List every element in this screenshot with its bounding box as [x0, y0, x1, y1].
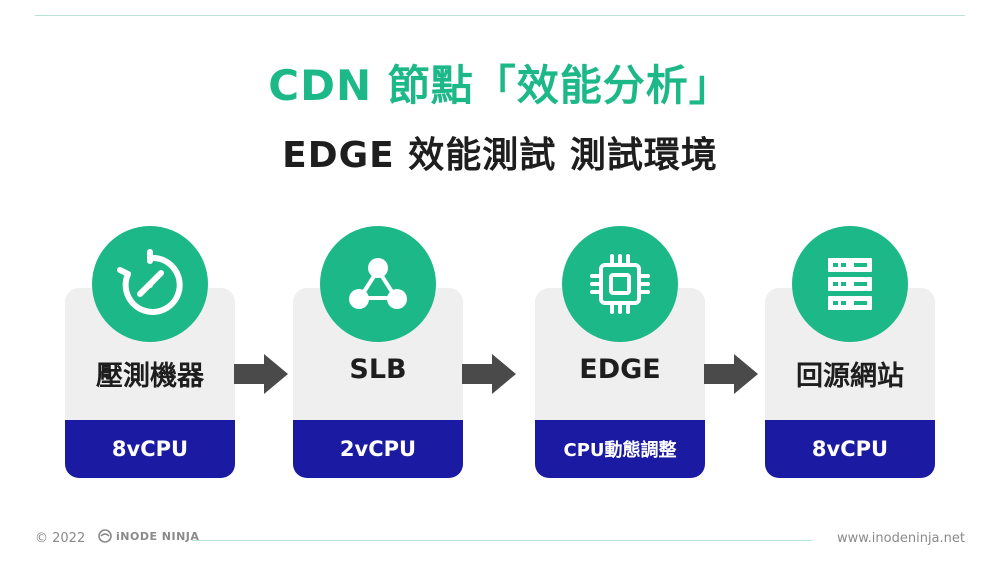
node-label: SLB [349, 354, 407, 385]
node-slb: SLB 2vCPU [293, 288, 463, 478]
arrow-right-icon [704, 354, 758, 394]
server-rack-icon [792, 226, 908, 342]
cpu-chip-icon [562, 226, 678, 342]
node-label: 壓測機器 [96, 361, 204, 392]
node-spec-badge: 8vCPU [765, 420, 935, 478]
ninja-logo-icon [98, 529, 112, 543]
copyright-text: © 2022 [35, 531, 86, 546]
node-spec-badge: CPU動態調整 [535, 420, 705, 478]
network-nodes-icon [320, 226, 436, 342]
brand-logo: iNODE NINJA [98, 529, 199, 543]
top-divider [35, 15, 965, 16]
node-spec-badge: 8vCPU [65, 420, 235, 478]
footer-divider [192, 540, 812, 541]
page-subtitle: EDGE 效能測試 測試環境 [282, 135, 718, 176]
brand-name: iNODE NINJA [116, 529, 200, 543]
node-spec-badge: 2vCPU [293, 420, 463, 478]
arrow-right-icon [234, 354, 288, 394]
speedometer-icon [92, 226, 208, 342]
node-label: EDGE [579, 354, 661, 385]
page-title: CDN 節點「效能分析」 [268, 61, 732, 110]
website-url: www.inodeninja.net [836, 531, 965, 546]
node-label: 回源網站 [796, 361, 904, 392]
node-origin-site: 回源網站 8vCPU [765, 288, 935, 478]
arrow-right-icon [462, 354, 516, 394]
